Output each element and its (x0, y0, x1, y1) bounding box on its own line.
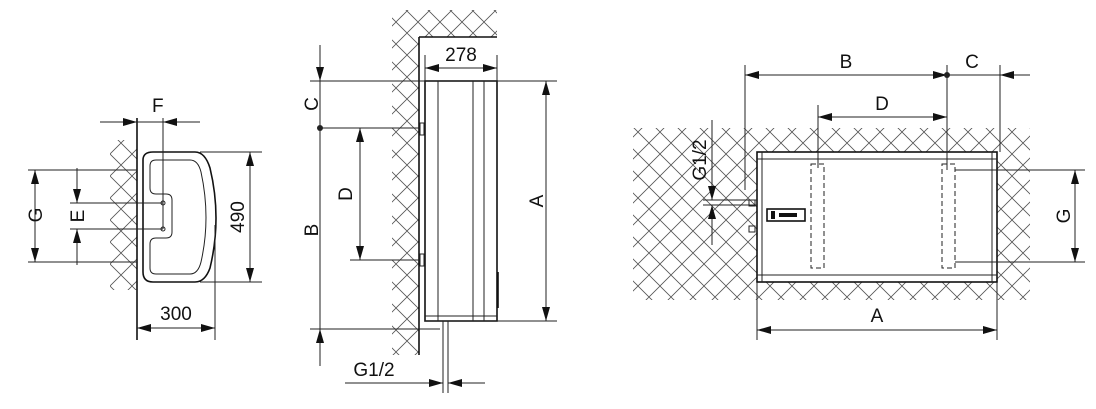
top-view: B C D G1/2 G A (633, 52, 1085, 340)
side-view: F G E 490 300 (26, 96, 262, 340)
label-B: B (302, 224, 323, 237)
label-G: G (1054, 209, 1075, 224)
control-panel (766, 208, 806, 222)
label-F: F (152, 96, 164, 117)
label-278: 278 (445, 45, 477, 66)
label-E: E (68, 210, 89, 223)
heater-inner-outline (149, 159, 207, 275)
front-view: 278 C B D A G1/2 (302, 10, 557, 393)
bracket (419, 122, 425, 136)
label-G1-2: G1/2 (690, 139, 711, 180)
mounting-rail (941, 163, 956, 269)
label-C: C (965, 52, 979, 73)
bracket (419, 253, 425, 267)
wall-hatch (633, 128, 1030, 300)
label-D: D (875, 94, 889, 115)
label-A: A (527, 194, 548, 207)
heater-body (756, 151, 998, 283)
heater-outline (142, 151, 217, 283)
label-300: 300 (160, 304, 192, 325)
label-D: D (336, 187, 357, 201)
label-G: G (26, 208, 47, 223)
label-G1-2: G1/2 (353, 360, 394, 381)
label-C: C (302, 97, 323, 111)
label-490: 490 (228, 201, 249, 233)
mounting-rail (810, 163, 825, 269)
heater-body (424, 80, 498, 322)
label-A: A (871, 306, 884, 327)
label-B: B (840, 52, 853, 73)
wall-hatch (110, 140, 137, 290)
wall-hatch (392, 10, 419, 355)
